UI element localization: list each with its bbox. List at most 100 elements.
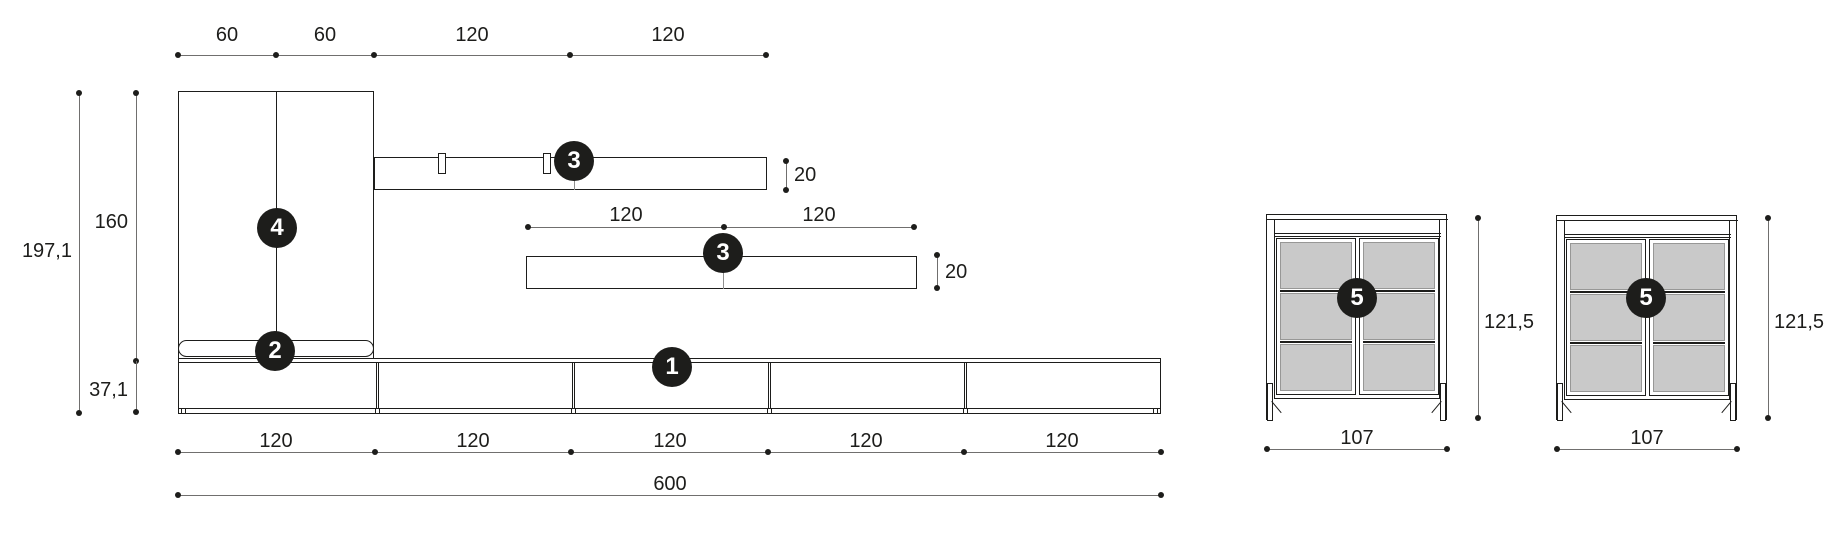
dim-dot <box>76 410 82 416</box>
glass-panel <box>1280 242 1352 289</box>
dim-dot <box>1264 446 1270 452</box>
dim-dot <box>175 52 181 58</box>
dim-label: 20 <box>794 164 817 186</box>
badge-connector-line <box>723 270 725 289</box>
dim-label: 120 <box>651 24 685 46</box>
base-foot <box>375 408 380 414</box>
wall-mount-tab <box>543 153 551 174</box>
cabinet-stile-line <box>1729 220 1731 399</box>
dim-label: 120 <box>259 430 293 452</box>
base-foot <box>1153 408 1158 414</box>
cabinet-bottom-line <box>1274 398 1441 400</box>
cabinet-rail-line <box>1274 236 1441 238</box>
dim-dot <box>783 187 789 193</box>
glass-panel <box>1363 344 1435 392</box>
dim-dot <box>1158 492 1164 498</box>
dim-line <box>136 93 137 361</box>
dim-line <box>937 255 938 288</box>
dim-label: 197,1 <box>21 240 72 262</box>
dim-line <box>1557 449 1737 450</box>
dim-dot <box>567 52 573 58</box>
badge-4: 4 <box>257 208 297 248</box>
dim-label: 120 <box>456 430 490 452</box>
base-divider <box>572 362 575 408</box>
glass-door-right <box>1359 238 1439 395</box>
cabinet-rail-line <box>1274 233 1441 235</box>
dim-dot <box>371 52 377 58</box>
dim-label: 160 <box>94 211 128 233</box>
dim-dot <box>934 252 940 258</box>
dim-label: 20 <box>945 261 968 283</box>
shelf-edge-line <box>1363 340 1435 344</box>
shelf-edge-line <box>1653 341 1725 345</box>
shelf-edge-line <box>1653 290 1725 294</box>
dim-line <box>786 161 787 190</box>
shelf-edge-line <box>1280 340 1352 344</box>
base-foot <box>767 408 772 414</box>
shelf-edge-line <box>1280 289 1352 293</box>
cabinet-stile-line <box>1439 219 1441 398</box>
cabinet-top-line <box>1557 220 1738 222</box>
shelf-edge-line <box>1363 289 1435 293</box>
cabinet-top-line <box>1267 219 1448 221</box>
base-divider <box>768 362 771 408</box>
base-divider <box>964 362 967 408</box>
glass-panel <box>1570 345 1642 393</box>
glass-panel <box>1653 345 1725 393</box>
dim-dot <box>133 409 139 415</box>
shelf-edge-line <box>1570 290 1642 294</box>
dim-line <box>178 55 766 56</box>
dim-dot <box>765 449 771 455</box>
dim-line <box>1768 218 1769 418</box>
cabinet-stile-line <box>1564 220 1566 399</box>
glass-panel <box>1653 243 1725 290</box>
dim-dot <box>721 224 727 230</box>
dim-label: 107 <box>1630 427 1664 449</box>
dim-line <box>79 93 80 413</box>
badge-5-cabinet-1: 5 <box>1337 278 1377 318</box>
badge-5-cabinet-2: 5 <box>1626 278 1666 318</box>
shelf-edge-line <box>1570 341 1642 345</box>
dim-dot <box>1765 415 1771 421</box>
dim-dot <box>175 492 181 498</box>
dim-dot <box>76 90 82 96</box>
dim-dot <box>1765 215 1771 221</box>
dim-dot <box>568 449 574 455</box>
dim-dot <box>911 224 917 230</box>
glass-panel <box>1570 243 1642 290</box>
dim-label: 37,1 <box>89 379 128 401</box>
cabinet-rail-line <box>1564 234 1731 236</box>
dim-dot <box>1475 415 1481 421</box>
dim-line <box>178 495 1161 496</box>
dim-dot <box>1444 446 1450 452</box>
dim-dot <box>133 90 139 96</box>
dim-dot <box>1734 446 1740 452</box>
badge-2: 2 <box>255 331 295 371</box>
dim-label: 120 <box>849 430 883 452</box>
dim-label: 60 <box>215 24 239 46</box>
dim-label: 121,5 <box>1484 311 1535 333</box>
dim-dot <box>175 449 181 455</box>
dim-dot <box>273 52 279 58</box>
base-plinth-line <box>179 408 1160 410</box>
glass-panel <box>1363 242 1435 289</box>
dim-label: 121,5 <box>1774 311 1825 333</box>
dim-label: 120 <box>653 430 687 452</box>
cabinet-bottom-line <box>1564 399 1731 401</box>
dim-label: 120 <box>609 204 643 226</box>
dim-label: 120 <box>455 24 489 46</box>
glass-door-left <box>1276 238 1356 395</box>
cabinet-stile-line <box>1274 219 1276 398</box>
dim-dot <box>783 158 789 164</box>
dim-dot <box>1554 446 1560 452</box>
glass-door-left <box>1566 239 1646 396</box>
badge-3-shelf-1: 3 <box>554 141 594 181</box>
dim-dot <box>1158 449 1164 455</box>
base-foot <box>181 408 186 414</box>
base-divider <box>376 362 379 408</box>
wall-mount-tab <box>438 153 446 174</box>
dim-dot <box>372 449 378 455</box>
badge-connector-line <box>574 178 576 190</box>
dim-label: 600 <box>653 473 687 495</box>
dim-dot <box>934 285 940 291</box>
